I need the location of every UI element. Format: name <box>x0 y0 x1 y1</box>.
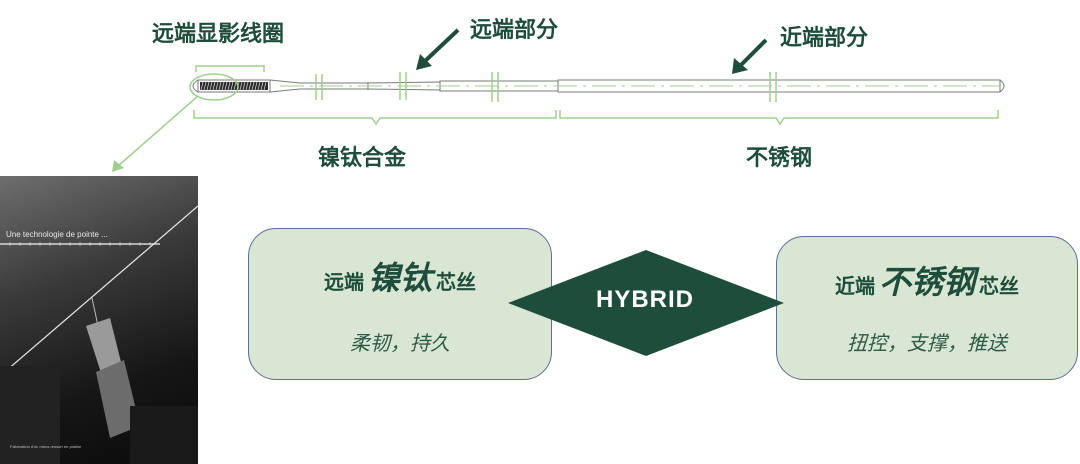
stainless-bracket <box>559 110 999 126</box>
nitinol-label: 镍钛合金 <box>318 146 407 171</box>
break-marks <box>315 72 777 102</box>
proximal-core-wire: 芯丝 <box>979 274 1019 298</box>
photo-heading: Une technologie de pointe ... <box>6 230 108 239</box>
distal-marker-coil-label: 远端显影线圈 <box>152 22 285 47</box>
coil-to-photo-arrow <box>112 95 199 172</box>
photo-caption: Fabrication d'un micro-ressort en platin… <box>10 444 82 449</box>
proximal-prefix: 近端 <box>834 274 875 298</box>
nitinol-material: 镍钛 <box>367 259 432 297</box>
coil-photo: Une technologie de pointe ... Fabricatio… <box>0 176 198 464</box>
distal-part-label: 远端部分 <box>470 18 559 43</box>
distal-part-arrow <box>416 28 460 70</box>
distal-prefix: 远端 <box>323 270 364 294</box>
proximal-stainless-box: 近端不锈钢芯丝 扭控，支撑，推送 <box>776 236 1078 380</box>
distal-nitinol-box: 远端镍钛芯丝 柔韧，持久 <box>248 228 552 380</box>
proximal-part-label: 近端部分 <box>780 26 869 51</box>
guidewire-diagram <box>112 28 1005 172</box>
stainless-material: 不锈钢 <box>878 263 975 301</box>
stainless-steel-label: 不锈钢 <box>746 146 813 171</box>
distal-properties: 柔韧，持久 <box>350 331 450 355</box>
coil-bracket <box>195 65 265 72</box>
distal-core-wire: 芯丝 <box>436 270 476 294</box>
hybrid-label: HYBRID <box>595 286 694 313</box>
proximal-part-arrow <box>732 38 768 74</box>
marker-coil <box>200 81 268 91</box>
nitinol-bracket <box>193 110 557 126</box>
hybrid-diamond <box>508 250 784 356</box>
proximal-stainless-title: 近端不锈钢芯丝 <box>777 257 1077 303</box>
distal-nitinol-title: 远端镍钛芯丝 <box>249 253 551 299</box>
proximal-properties: 扭控，支撑，推送 <box>847 331 1007 355</box>
coil-highlight <box>189 73 239 101</box>
